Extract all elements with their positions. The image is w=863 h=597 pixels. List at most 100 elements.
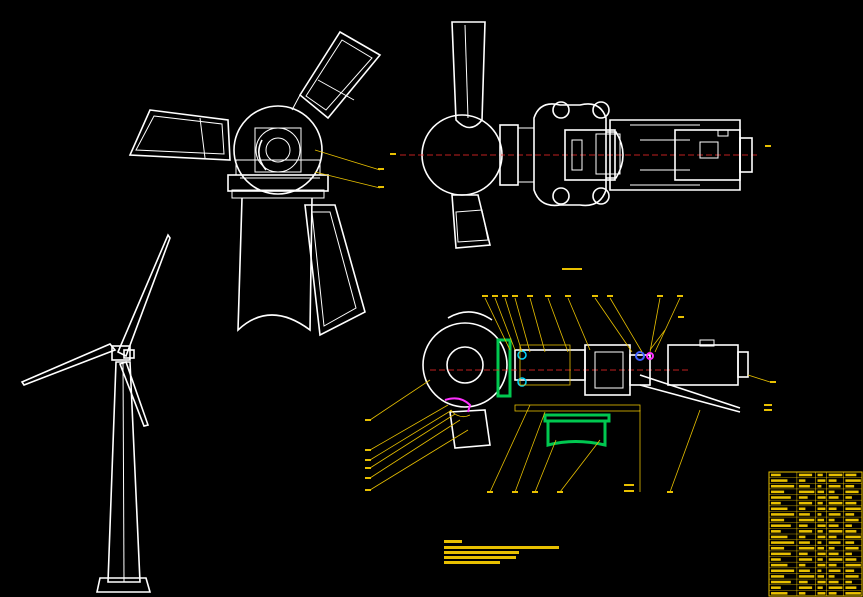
title-block-cell [817, 496, 826, 499]
title-block-cell [845, 541, 855, 544]
title-block-cell [828, 580, 839, 584]
callout-labels-bottom [487, 484, 673, 493]
title-block-cell [798, 479, 806, 482]
title-block-cell [828, 490, 835, 494]
title-block-cell [817, 479, 826, 482]
title-block-cell [845, 586, 857, 589]
title-block-cell [828, 558, 843, 561]
title-block-cell [845, 552, 852, 556]
title-block-cell [845, 580, 852, 584]
title-block-cell [828, 586, 843, 589]
label-tag [378, 186, 384, 188]
title-block-cell [798, 507, 806, 511]
label-tag [390, 153, 396, 155]
title-block-cell [845, 484, 855, 488]
title-block-cell [845, 530, 857, 533]
title-block-cell [798, 501, 813, 505]
title-block-cell [845, 575, 859, 578]
title-block-cell [845, 524, 852, 527]
title-block-cell [798, 496, 808, 499]
title-block-cell [817, 513, 822, 516]
title-block-cell [817, 541, 822, 544]
title-block-cell [798, 552, 808, 556]
title-block-cell [828, 524, 839, 527]
title-block-cell [771, 507, 788, 511]
callout-labels-left [365, 419, 371, 491]
title-block-cell [771, 586, 781, 589]
title-block-cell [798, 569, 810, 573]
title-block-cell [798, 490, 815, 494]
title-block-cell [828, 530, 843, 533]
title-block-cell [798, 484, 810, 488]
title-block-cell [845, 490, 859, 494]
title-block-cell [798, 580, 808, 584]
title-block-cell [817, 586, 823, 589]
title-block-cell [828, 484, 841, 488]
title-block-cell [845, 592, 861, 595]
title-block-cell [828, 552, 839, 556]
title-block-cell [771, 569, 795, 573]
title-block-cell [828, 541, 841, 544]
title-block-cell [845, 535, 861, 539]
title-block-cell [845, 501, 857, 505]
title-block-cell [817, 530, 823, 533]
title-block-cell [771, 490, 785, 494]
front-view-rotor [128, 30, 384, 337]
title-block-cell [771, 541, 795, 544]
title-block-cell [771, 518, 785, 522]
title-block-cell [771, 575, 785, 578]
title-block-cell [845, 513, 855, 516]
title-block-cell [798, 541, 810, 544]
title-block-cell [771, 530, 781, 533]
title-block-cell [828, 496, 839, 499]
side-section-view [365, 295, 776, 493]
title-block-cell [771, 580, 791, 584]
title-block-cell [828, 479, 837, 482]
title-block-cell [828, 575, 835, 578]
title-block-cell [798, 524, 808, 527]
title-block-cell [771, 479, 788, 482]
top-view-nacelle [390, 21, 771, 249]
title-block-cell [771, 535, 788, 539]
title-block-cell [817, 535, 826, 539]
title-block-cell [771, 524, 791, 527]
title-block-cell [771, 501, 781, 505]
label-tag [378, 168, 384, 170]
title-block-cell [798, 518, 815, 522]
callout-labels-top [482, 295, 683, 297]
title-block-cell [771, 592, 788, 595]
title-block-cell [828, 563, 837, 567]
title-block-cell [817, 592, 826, 595]
title-block-cell [798, 546, 815, 550]
view-label [562, 268, 582, 270]
title-block-cell [828, 518, 835, 522]
title-block-cell [828, 513, 841, 516]
title-block-cell [798, 513, 810, 516]
title-block-cell [817, 563, 826, 567]
turbine-sketch [20, 233, 171, 593]
title-block-cell [828, 501, 843, 505]
title-block-cell [771, 484, 795, 488]
title-block-cell [817, 558, 823, 561]
title-block-cell [828, 569, 841, 573]
title-block-cell [798, 535, 806, 539]
label-tag [765, 145, 771, 147]
title-block-cell [771, 496, 791, 499]
title-block-cell [817, 501, 823, 505]
title-block-cell [817, 518, 825, 522]
title-block-cell [845, 518, 859, 522]
title-block-cell [771, 558, 781, 561]
title-block-cell [798, 558, 813, 561]
title-block-cell [817, 569, 822, 573]
title-block-cell [798, 473, 813, 477]
title-block-cell [845, 546, 859, 550]
title-block-cell [845, 496, 852, 499]
title-block-cell [817, 473, 823, 477]
title-block-cell [771, 563, 788, 567]
title-block-cell [817, 507, 826, 511]
notes-block [444, 540, 559, 564]
title-block-cell [817, 552, 826, 556]
title-block [768, 471, 863, 597]
title-block-cell [828, 535, 837, 539]
title-block-cell [798, 563, 806, 567]
